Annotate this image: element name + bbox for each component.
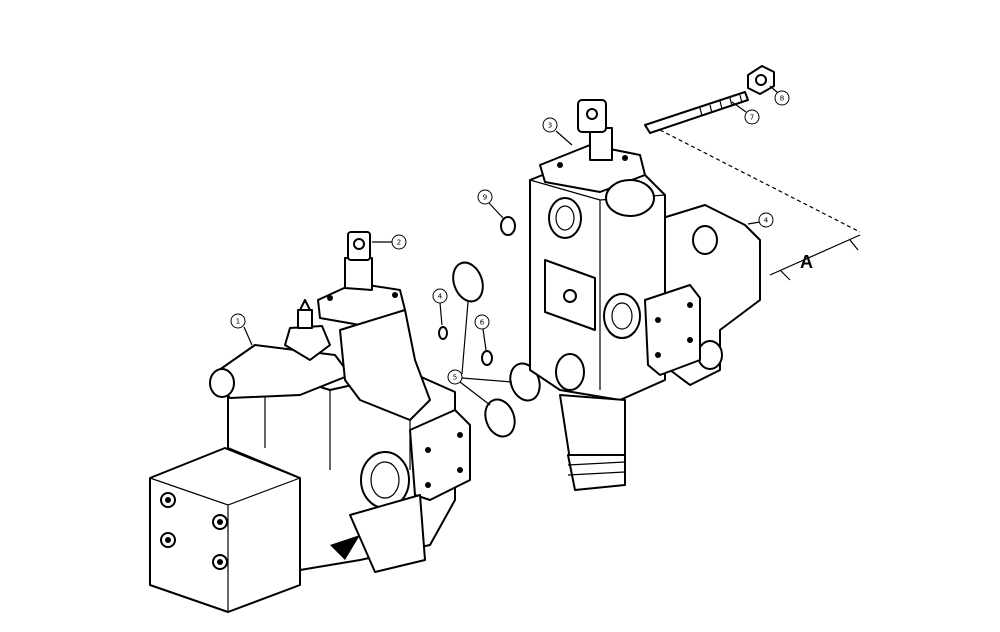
- dimension-a: A: [659, 129, 861, 281]
- callout-2-label: 2: [397, 239, 401, 247]
- callout-7: 7: [731, 101, 760, 125]
- callout-5: 5: [447, 301, 513, 406]
- callout-4b: 4: [747, 212, 774, 228]
- callout-7-label: 7: [750, 114, 754, 122]
- callout-1: 1: [230, 313, 253, 346]
- callout-4a-label: 4: [438, 293, 443, 301]
- callout-5-label: 5: [453, 374, 457, 382]
- right-valve-section: [529, 65, 775, 491]
- callout-8: 8: [769, 85, 790, 106]
- callout-6: 6: [474, 314, 490, 351]
- callout-3-label: 3: [548, 122, 552, 130]
- callout-2: 2: [372, 234, 407, 250]
- callout-4b-label: 4: [764, 217, 769, 225]
- callout-8-label: 8: [780, 95, 784, 103]
- left-valve-section: [149, 299, 471, 613]
- spool-section-2: [317, 231, 431, 421]
- dimension-a-label: A: [800, 252, 813, 272]
- callout-6-label: 6: [480, 319, 485, 327]
- callout-9-label: 9: [483, 194, 487, 202]
- callout-1-label: 1: [236, 318, 240, 326]
- callout-9: 9: [477, 189, 504, 219]
- callout-3: 3: [542, 117, 573, 146]
- callout-4a: 4: [432, 288, 448, 326]
